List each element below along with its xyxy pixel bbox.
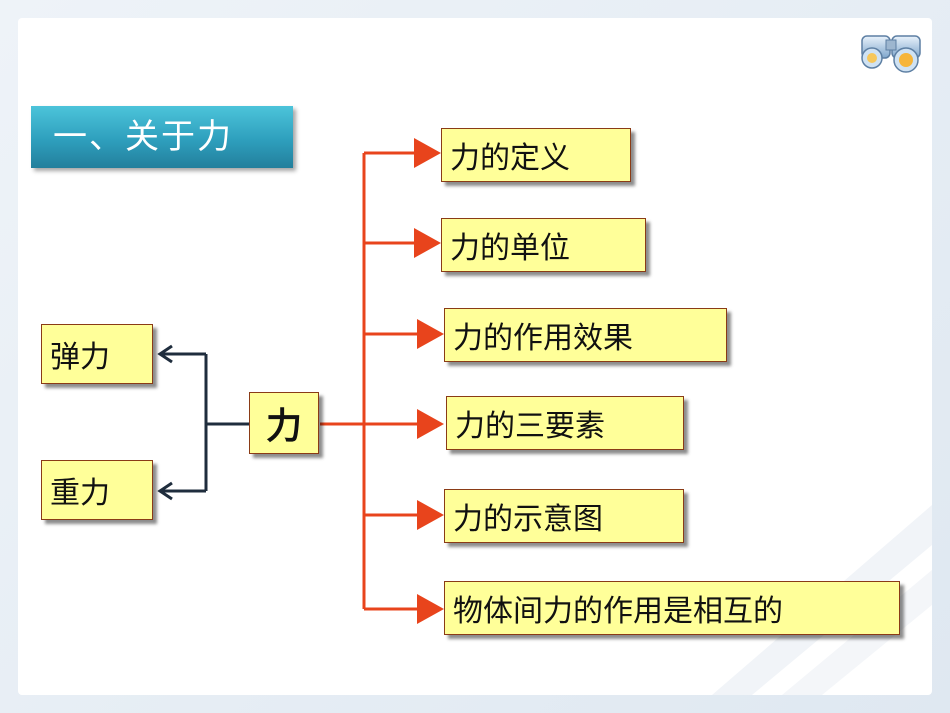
binoculars-icon bbox=[861, 35, 921, 73]
right-item-three-elements: 力的三要素 bbox=[446, 396, 684, 450]
left-item-gravity: 重力 bbox=[41, 460, 153, 520]
left-item-elastic-force: 弹力 bbox=[41, 324, 153, 384]
right-connector bbox=[320, 138, 444, 624]
left-connector bbox=[157, 344, 249, 501]
right-item-diagram: 力的示意图 bbox=[444, 489, 684, 543]
right-item-unit: 力的单位 bbox=[441, 218, 646, 272]
section-title: 一、关于力 bbox=[31, 106, 293, 168]
right-item-effect: 力的作用效果 bbox=[444, 308, 727, 362]
right-item-definition: 力的定义 bbox=[441, 128, 631, 182]
center-node-force: 力 bbox=[249, 392, 319, 454]
right-item-mutual-action: 物体间力的作用是相互的 bbox=[444, 581, 900, 635]
